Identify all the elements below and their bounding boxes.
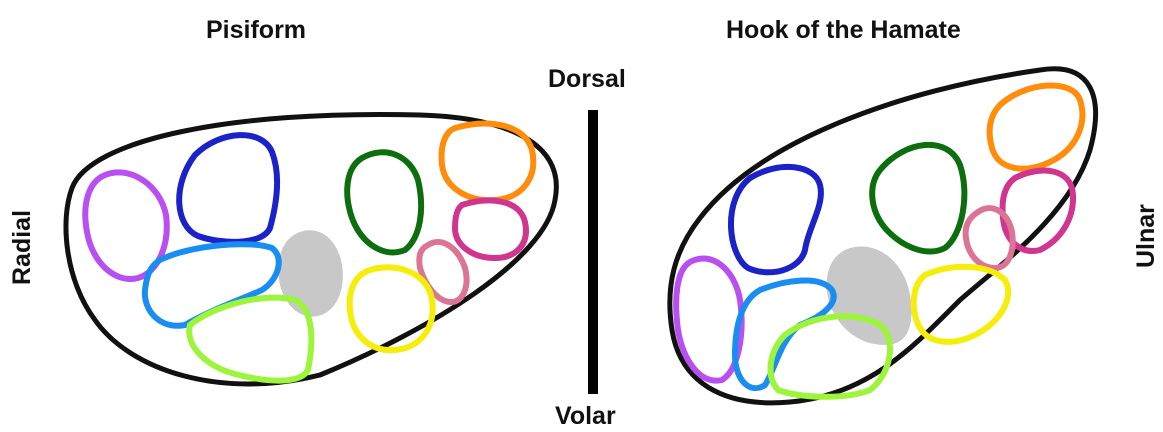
pisiform-gray-region [278, 230, 342, 316]
pisiform-magenta-ring [455, 201, 526, 258]
hamate-green-ring [872, 145, 964, 252]
hamate-purple-ring [676, 258, 741, 380]
pisiform-cross-section [66, 114, 556, 384]
hamate-cross-section [670, 69, 1096, 403]
pisiform-yellow-ring [350, 267, 433, 350]
hamate-blue-ring [731, 167, 821, 272]
hamate-orange-ring [990, 85, 1083, 168]
hamate-gray-region [827, 246, 912, 345]
pisiform-orange-ring [442, 124, 534, 201]
pisiform-green-ring [347, 152, 421, 252]
pisiform-blue-ring [179, 135, 277, 242]
pisiform-pink-ring [419, 242, 466, 302]
dorsal-volar-divider [588, 110, 598, 394]
hamate-pink-ring [966, 208, 1013, 268]
